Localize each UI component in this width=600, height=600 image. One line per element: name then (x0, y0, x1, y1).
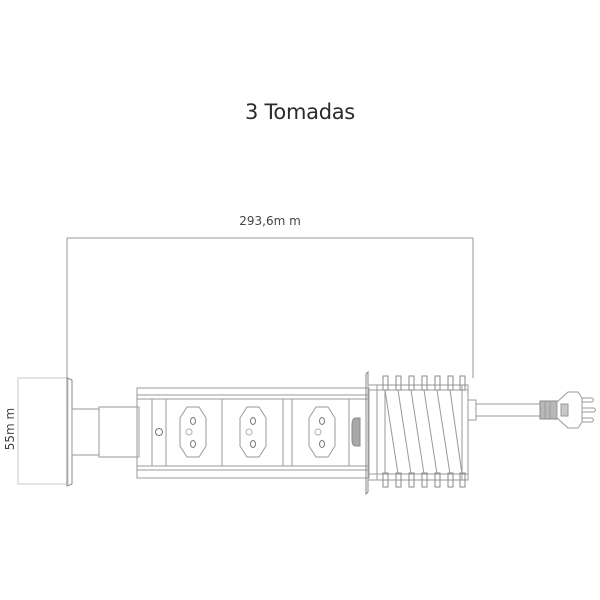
collar-inner (71, 408, 100, 456)
outlet-column (136, 387, 370, 479)
top-cap-with-spring (367, 375, 469, 488)
outlet-2 (239, 406, 267, 458)
cap-flange (365, 370, 369, 496)
release-button-icon (351, 417, 361, 447)
diagram-title: 3 Tomadas (245, 100, 355, 124)
width-dimension-label: 293,6m m (239, 214, 301, 228)
width-dimension-line (66, 237, 474, 378)
outlet-1 (179, 406, 207, 458)
collar-outer (98, 406, 140, 458)
outlet-3 (308, 406, 336, 458)
indicator-light-icon (155, 428, 163, 436)
plug-icon (539, 391, 596, 429)
desk-mount-box (17, 377, 69, 485)
mounting-flange (66, 377, 73, 487)
power-cord (467, 399, 540, 421)
